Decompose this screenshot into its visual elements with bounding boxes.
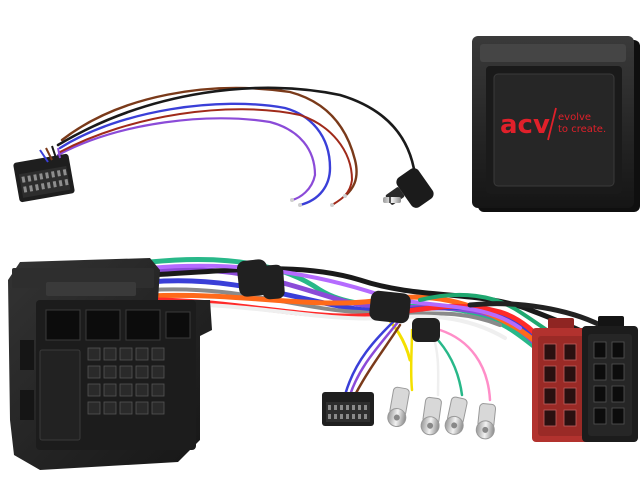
patch-lead-loom bbox=[13, 86, 434, 208]
jack-pin bbox=[383, 197, 401, 203]
ribbon-connector-wire-stubs bbox=[39, 145, 61, 163]
rca-plugs bbox=[387, 386, 497, 440]
wire-ribbon-bundle bbox=[343, 318, 397, 397]
iso-power-connector-icon bbox=[582, 316, 638, 442]
ribbon-connector-pins bbox=[21, 169, 69, 193]
wire-black bbox=[56, 86, 417, 177]
wire-gray bbox=[148, 287, 502, 327]
ribbon-connector-icon bbox=[13, 145, 75, 203]
wire-white bbox=[148, 302, 507, 340]
audio-jack-icon bbox=[383, 168, 434, 208]
brand-tagline-line1: evolve bbox=[558, 112, 591, 123]
patch-wires bbox=[56, 86, 417, 207]
wire-tip bbox=[290, 198, 294, 202]
quadlock-side-slot bbox=[20, 340, 34, 370]
wire-blue bbox=[58, 102, 332, 207]
harness-wires bbox=[147, 256, 603, 373]
wire-tip bbox=[343, 194, 347, 198]
wire-tips bbox=[290, 194, 347, 207]
wire-ribbon-bundle bbox=[353, 323, 402, 397]
wire-brown bbox=[60, 86, 358, 198]
bottom-ribbon-pins bbox=[328, 405, 367, 419]
quadlock-pin-grid bbox=[87, 347, 165, 415]
rca-plug-icon bbox=[420, 396, 442, 436]
iso-speaker-connector-icon bbox=[532, 318, 590, 442]
wire-rca-yellow bbox=[409, 328, 414, 392]
tape-wrap bbox=[236, 259, 270, 297]
iso-black-pins bbox=[593, 341, 625, 425]
jack-housing bbox=[396, 168, 434, 208]
quadlock-cavities bbox=[45, 309, 191, 341]
tape-wraps bbox=[236, 259, 440, 342]
wire-black-2 bbox=[467, 301, 603, 328]
quadlock-connector-icon bbox=[8, 258, 212, 470]
rca-plug-icon bbox=[444, 396, 468, 435]
box-top-bevel bbox=[480, 44, 626, 62]
wire-tip bbox=[330, 203, 334, 207]
brand-logo-slash bbox=[547, 107, 557, 141]
wire-ribbon-bundle bbox=[348, 320, 400, 397]
quadlock-side-block bbox=[39, 349, 81, 441]
iso-red-pins bbox=[543, 343, 577, 427]
wire-tip bbox=[298, 203, 302, 207]
wire-purple bbox=[56, 117, 317, 202]
brand-logo-text: acv bbox=[500, 110, 550, 140]
ribbon-connector-icon bbox=[322, 392, 374, 426]
tape-wrap bbox=[369, 290, 411, 324]
brand-tagline-line2: to create. bbox=[558, 124, 606, 135]
jack-pin-ring bbox=[389, 197, 391, 203]
tape-wrap bbox=[412, 318, 440, 342]
wire-rca-pink bbox=[438, 328, 492, 402]
box-front-inner bbox=[493, 73, 615, 187]
quadlock-side-slot bbox=[20, 390, 34, 420]
brand-logo: acv evolve to create. bbox=[500, 107, 606, 141]
rca-plug-icon bbox=[475, 403, 497, 440]
black-box-icon: acv evolve to create. bbox=[472, 36, 640, 212]
tape-wrap bbox=[261, 264, 285, 300]
quadlock-latch bbox=[46, 282, 136, 296]
wire-red-brown bbox=[59, 108, 354, 206]
main-harness bbox=[8, 256, 638, 470]
rca-plug-icon bbox=[387, 386, 410, 428]
